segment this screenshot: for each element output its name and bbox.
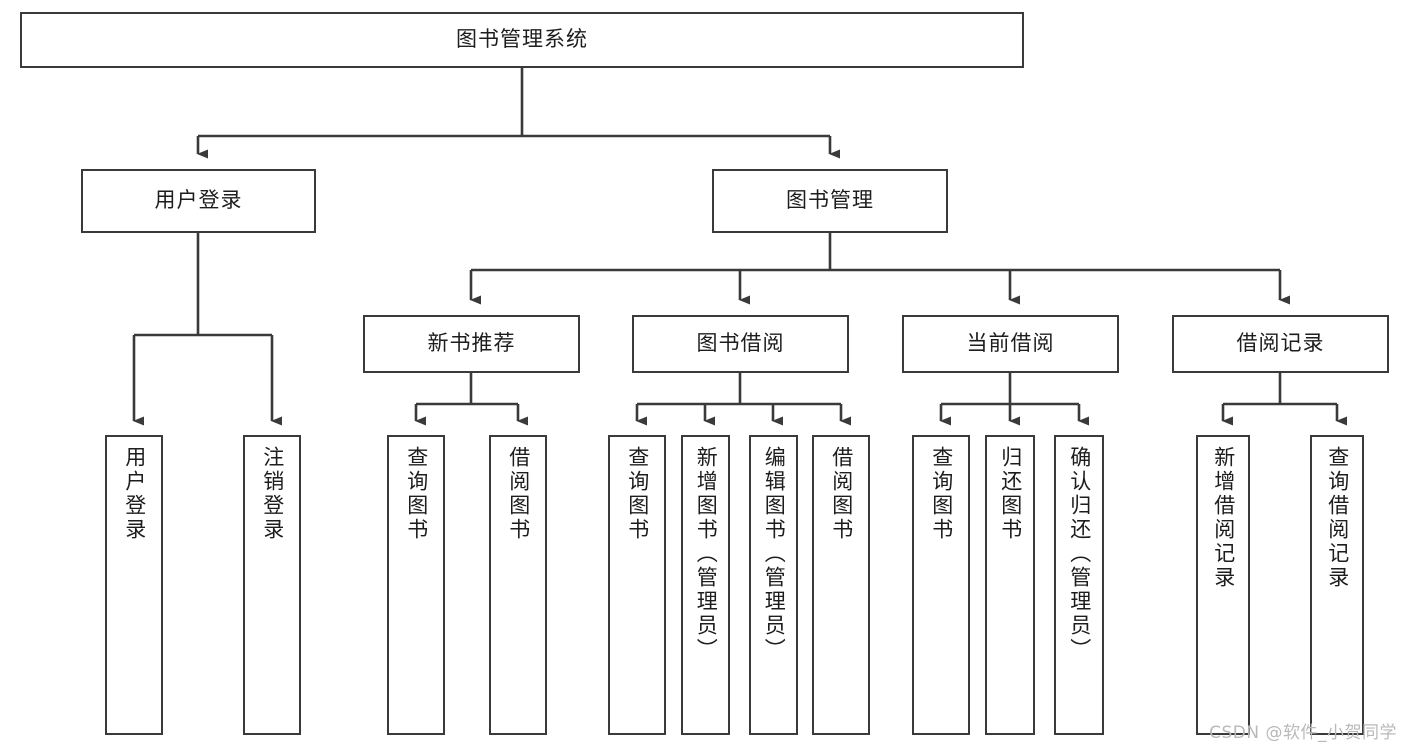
node-label: 注销登录: [260, 446, 285, 542]
node-label: 图书管理: [786, 188, 874, 213]
node-leaf-confirm-return[interactable]: 确认归还（管理员）: [1054, 435, 1104, 735]
node-label: 借阅记录: [1236, 331, 1325, 356]
node-label: 用户登录: [154, 188, 243, 213]
node-label: 图书借阅: [696, 331, 785, 356]
node-book-management[interactable]: 图书管理: [712, 169, 948, 233]
node-user-login[interactable]: 用户登录: [81, 169, 316, 233]
node-new-book-recommend[interactable]: 新书推荐: [363, 315, 580, 373]
node-label: 查询图书: [929, 446, 954, 542]
node-leaf-query-book-1[interactable]: 查询图书: [387, 435, 445, 735]
node-label: 借阅图书: [506, 446, 531, 542]
node-label: 查询借阅记录: [1325, 446, 1350, 590]
node-leaf-logout-login[interactable]: 注销登录: [243, 435, 301, 735]
watermark-credit: CSDN @软件_小贺同学: [1209, 723, 1397, 743]
node-leaf-edit-book[interactable]: 编辑图书（管理员）: [749, 435, 798, 735]
node-leaf-user-login[interactable]: 用户登录: [105, 435, 163, 735]
node-leaf-borrow-book-2[interactable]: 借阅图书: [812, 435, 870, 735]
node-leaf-borrow-book-1[interactable]: 借阅图书: [489, 435, 547, 735]
node-borrow-record[interactable]: 借阅记录: [1172, 315, 1389, 373]
node-label: 查询图书: [625, 446, 650, 542]
node-label: 新增图书（管理员）: [694, 446, 719, 662]
node-leaf-query-book-2[interactable]: 查询图书: [608, 435, 666, 735]
node-book-borrow[interactable]: 图书借阅: [632, 315, 849, 373]
node-current-borrow[interactable]: 当前借阅: [902, 315, 1119, 373]
node-label: 确认归还（管理员）: [1067, 446, 1092, 662]
node-label: 借阅图书: [829, 446, 854, 542]
node-leaf-query-record[interactable]: 查询借阅记录: [1310, 435, 1364, 735]
node-root-system[interactable]: 图书管理系统: [20, 12, 1024, 68]
node-leaf-add-book[interactable]: 新增图书（管理员）: [681, 435, 730, 735]
node-label: 新书推荐: [427, 331, 516, 356]
node-leaf-return-book[interactable]: 归还图书: [985, 435, 1035, 735]
node-leaf-add-record[interactable]: 新增借阅记录: [1196, 435, 1250, 735]
node-label: 当前借阅: [966, 331, 1055, 356]
node-label: 图书管理系统: [456, 27, 588, 52]
node-label: 新增借阅记录: [1211, 446, 1236, 590]
node-label: 编辑图书（管理员）: [762, 446, 787, 662]
node-label: 用户登录: [122, 446, 147, 542]
node-leaf-query-book-3[interactable]: 查询图书: [912, 435, 970, 735]
node-label: 查询图书: [404, 446, 429, 542]
node-label: 归还图书: [998, 446, 1023, 542]
